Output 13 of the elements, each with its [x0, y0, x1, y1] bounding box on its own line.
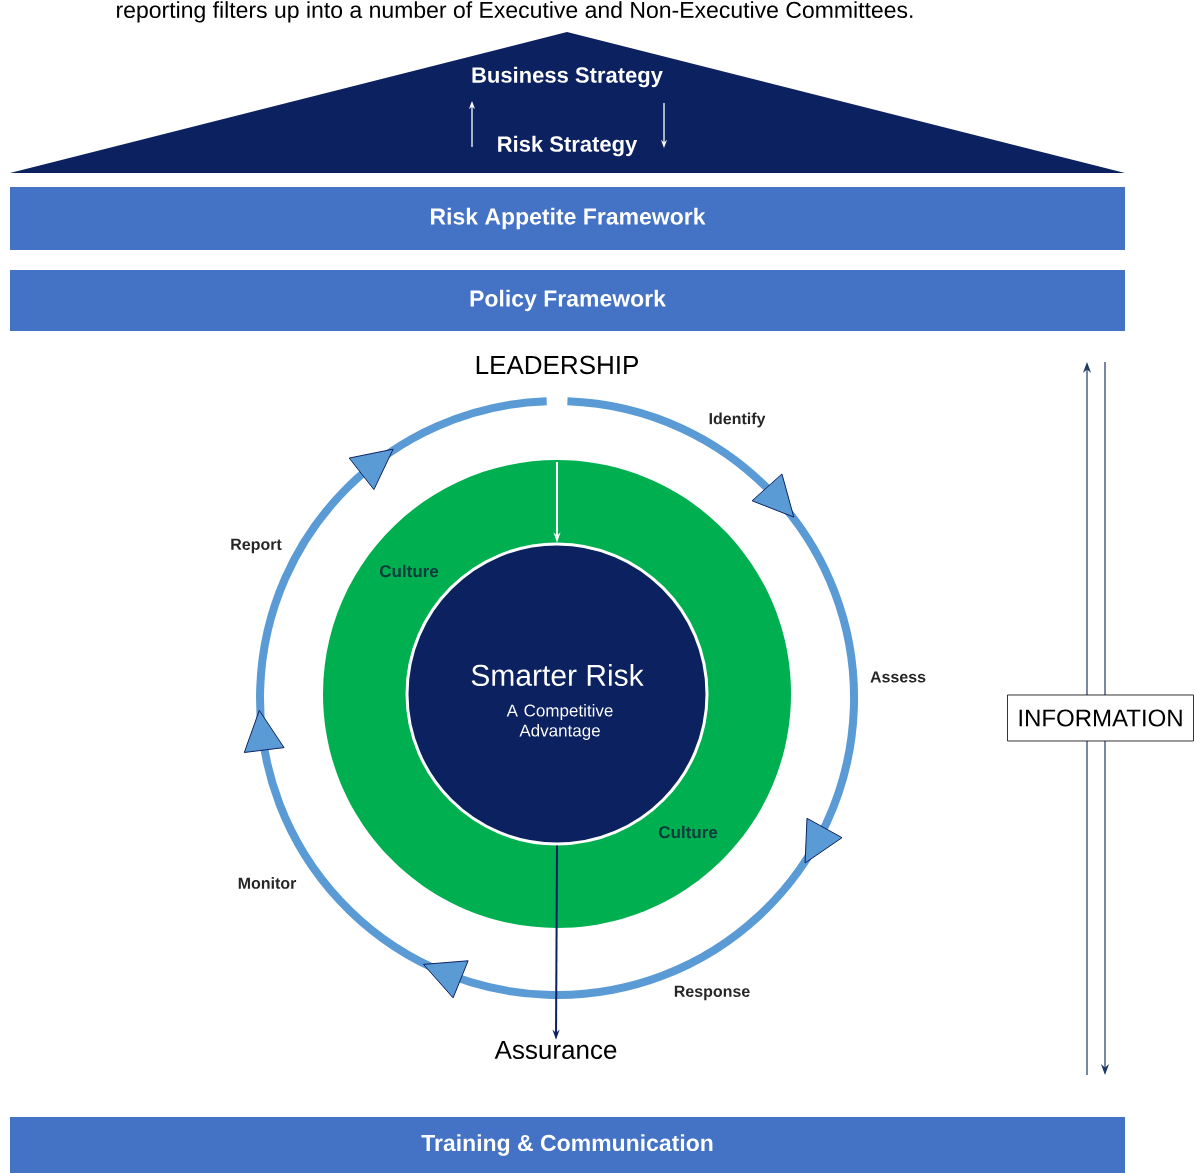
node-label: INFORMATION	[1019, 709, 1182, 727]
heading-text: Assurance	[494, 1040, 617, 1060]
step-label: Monitor	[238, 877, 297, 889]
label-box: INFORMATION	[1007, 694, 1194, 742]
framework-band: Policy Framework	[10, 270, 1125, 331]
step-label: Report	[231, 538, 282, 554]
training-band: Training & Communication	[10, 1117, 1125, 1173]
framework-band: Risk Appetite Framework	[10, 187, 1125, 250]
heading-text: LEADERSHIP	[476, 355, 638, 375]
step-label: Identify	[709, 412, 766, 428]
triangle-roof: Business Strategy Risk Strategy	[10, 32, 1125, 173]
step-label: Response	[674, 985, 750, 1001]
step-label: Assess	[870, 671, 926, 683]
